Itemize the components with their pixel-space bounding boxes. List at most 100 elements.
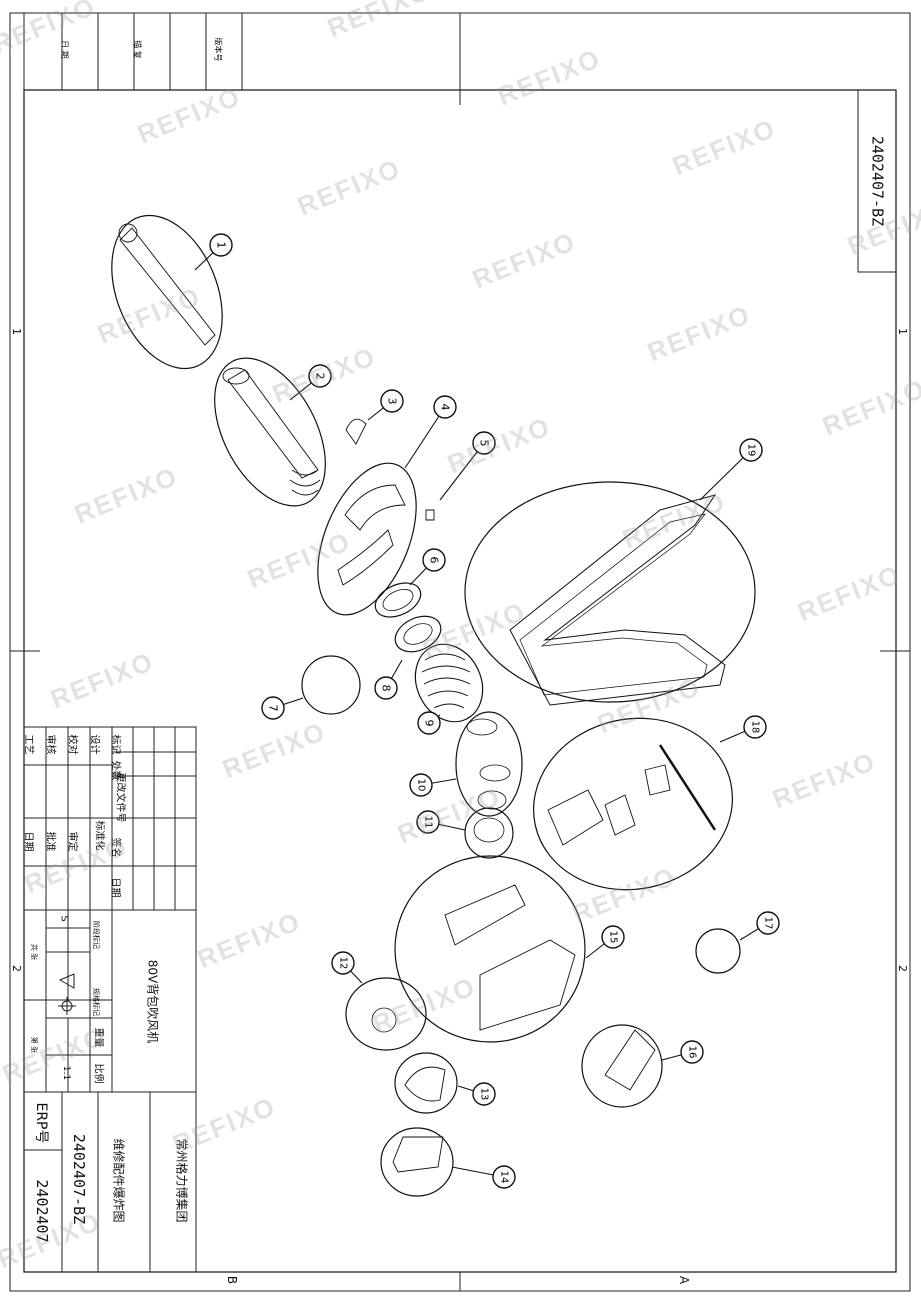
balloon-number: 13 (479, 1088, 490, 1101)
tb-review: 审核 (44, 734, 56, 755)
scale-value: 1:1 (61, 1065, 72, 1081)
balloon-circle (756, 911, 780, 935)
balloon-circle (743, 715, 767, 739)
balloon-14: 14 (492, 1165, 516, 1189)
top-block-date: 日 期 (59, 40, 69, 59)
balloon-11: 11 (416, 810, 440, 834)
balloon-circle (416, 810, 440, 834)
part-7-outline (301, 655, 361, 715)
part-15-outline (394, 855, 586, 1043)
balloon-circle (374, 676, 398, 700)
corner-drawing-code: 2402407-BZ (868, 135, 887, 227)
balloon-circle (472, 1082, 496, 1106)
tb-date2: 日期 (22, 831, 34, 852)
balloon-9: 9 (417, 711, 441, 735)
part-4-outline (317, 462, 417, 616)
part-5-screw (425, 509, 435, 521)
part-1-outline (111, 214, 223, 370)
zone-bottom-B: B (225, 1275, 240, 1285)
balloon-number: 18 (750, 721, 761, 734)
zone-left-2: 2 (10, 965, 23, 972)
balloon-number: 7 (267, 705, 280, 712)
tb-approve-set: 审定 (66, 831, 78, 852)
leader-line-5 (439, 442, 485, 501)
part-18-bar (658, 744, 717, 831)
balloon-circle (601, 925, 625, 949)
part-8-ring (394, 615, 442, 653)
balloon-number: 16 (687, 1046, 698, 1059)
balloon-circle (472, 431, 496, 455)
corner-code-box (857, 89, 897, 273)
tb-approve: 批准 (44, 831, 56, 852)
part-1-tube (119, 227, 216, 346)
top-revision-block (61, 13, 243, 90)
balloon-number: 12 (338, 957, 349, 970)
weight-label: 重量 (92, 1027, 104, 1048)
balloon-circle (417, 711, 441, 735)
balloon-number: 19 (746, 444, 757, 457)
part-18-outline (533, 717, 733, 891)
part-19-frame (509, 494, 726, 706)
balloon-number: 17 (763, 917, 774, 930)
part-16-outline (581, 1024, 663, 1108)
balloon-circle (422, 548, 446, 572)
leader-line-19 (699, 449, 752, 501)
company-name: 常州格力博集团 (174, 1138, 189, 1223)
part-14-outline (380, 1127, 454, 1197)
part-15-housing (444, 884, 576, 1031)
inner-frame (23, 89, 897, 1273)
balloon-number: 10 (416, 779, 427, 792)
drawing-title: 维修配件爆炸图 (111, 1138, 126, 1223)
balloon-circle (209, 233, 233, 257)
tb-design: 设计 (88, 734, 100, 755)
balloon-6: 6 (422, 548, 446, 572)
balloon-number: 15 (608, 931, 619, 944)
outer-frame (9, 12, 911, 1292)
top-block-copy: 描 复 (132, 40, 142, 59)
balloon-number: 8 (380, 685, 393, 692)
balloon-number: 9 (423, 720, 436, 727)
part-12-outline (345, 977, 427, 1051)
standard-mark-label: 规格标记 (92, 988, 100, 1016)
part-9-outline (414, 643, 484, 723)
balloon-number: 14 (499, 1171, 510, 1184)
erp-number: 2402407 (33, 1179, 51, 1243)
part-13-outline (394, 1052, 458, 1114)
tb-sign: 签名 (109, 837, 121, 858)
balloon-number: 2 (314, 373, 327, 380)
balloon-circle (261, 696, 285, 720)
balloon-16: 16 (680, 1040, 704, 1064)
sheet-number: 第 张 (30, 1036, 39, 1054)
erp-label: ERP号 (33, 1102, 49, 1144)
balloon-10: 10 (409, 773, 433, 797)
balloon-circle (680, 1040, 704, 1064)
part-10-outline (455, 711, 523, 817)
balloon-number: 3 (386, 398, 399, 405)
leader-line-4 (404, 406, 446, 469)
part-9-bellows (421, 653, 471, 709)
balloon-18: 18 (743, 715, 767, 739)
balloon-circle (409, 773, 433, 797)
balloon-1: 1 (209, 233, 233, 257)
sheets-total: 共 张 (30, 943, 39, 961)
balloon-number: 5 (478, 440, 491, 447)
zone-left-1: 1 (10, 328, 23, 335)
part-11-outline (464, 807, 514, 859)
balloon-17: 17 (756, 911, 780, 935)
balloon-circle (739, 438, 763, 462)
balloon-circle (331, 951, 355, 975)
tb-marks: 标记 (109, 734, 121, 755)
tb-check: 校对 (66, 734, 78, 755)
stage-value: S (58, 915, 70, 922)
balloon-circle (433, 395, 457, 419)
balloon-circle (380, 389, 404, 413)
balloon-circle (308, 364, 332, 388)
part-17-outline (695, 928, 741, 974)
balloon-13: 13 (472, 1082, 496, 1106)
balloon-4: 4 (433, 395, 457, 419)
balloon-3: 3 (380, 389, 404, 413)
balloon-circle (492, 1165, 516, 1189)
balloon-8: 8 (374, 676, 398, 700)
balloon-12: 12 (331, 951, 355, 975)
tb-standardize: 标准化 (93, 820, 105, 851)
